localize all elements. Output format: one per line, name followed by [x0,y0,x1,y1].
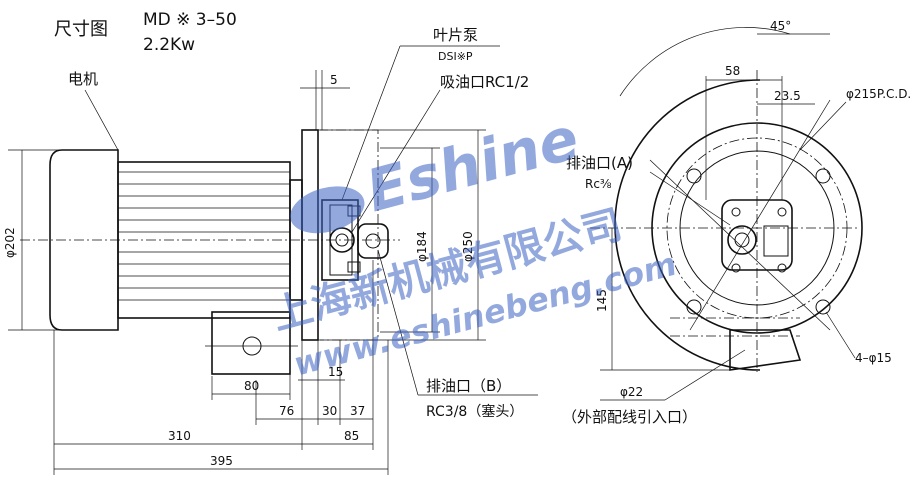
bolt-hole [815,168,831,184]
dim-76: 76 [279,404,294,418]
motor-end-cap [49,149,119,331]
dim-5: 5 [330,73,338,87]
flange-outer-arc [614,79,761,371]
dim-phi184: φ184 [415,231,429,262]
label-discharge-a: 排油口(A) [566,154,633,172]
watermark-brand: Eshine [359,104,585,226]
bolt-hole [686,168,702,184]
tank-outline [317,129,379,341]
dim-145: 145 [595,289,609,312]
dim-23-5: 23.5 [774,89,801,103]
dim-phi250: φ250 [461,231,475,262]
dim-phi202: φ202 [3,227,17,258]
motor-power: 2.2Kw [143,35,195,55]
label-suction-port: 吸油口RC1/2 [440,73,529,91]
label-discharge-b: 排油口（B） [426,377,511,395]
bolt-hole [686,299,702,315]
dim-45deg: 45° [770,19,791,33]
dim-phi22: φ22 [620,385,643,399]
watermark: Eshine 上海新机械有限公司 www.eshinebeng.com [267,104,680,384]
dim-58: 58 [725,64,740,78]
front-view: 45° 58 23.5 φ215P.C.D. 145 排油口(A) Rc⅜ 4–… [562,19,911,426]
label-vane-pump: 叶片泵 [433,26,478,44]
dim-80: 80 [244,379,259,393]
dim-85: 85 [344,429,359,443]
drawing-title: 尺寸图 [54,19,108,40]
dim-30: 30 [322,404,337,418]
label-external-wiring: （外部配线引入口） [562,408,697,426]
label-motor: 电机 [68,70,98,88]
dim-37: 37 [350,404,365,418]
dim-15: 15 [328,365,343,379]
dim-310: 310 [168,429,191,443]
label-discharge-b-spec: RC3/8（塞头） [426,403,523,420]
bolt-hole [815,299,831,315]
discharge-port-a [763,225,789,257]
shaft-port [727,225,757,255]
discharge-port-b [357,223,389,259]
dim-4-phi15: 4–φ15 [855,351,892,365]
dim-pcd215: φ215P.C.D. [846,87,911,101]
motor-fins [118,171,290,301]
model-number: MD ※ 3–50 [143,10,237,30]
dim-395: 395 [210,454,233,468]
label-discharge-a-spec: Rc⅜ [585,177,612,191]
label-vane-pump-model: DSI※P [438,50,473,63]
side-view: φ202 φ184 φ250 5 80 15 76 30 37 [3,26,538,475]
terminal-box-front [729,329,802,371]
brand-logo-icon [290,186,365,234]
